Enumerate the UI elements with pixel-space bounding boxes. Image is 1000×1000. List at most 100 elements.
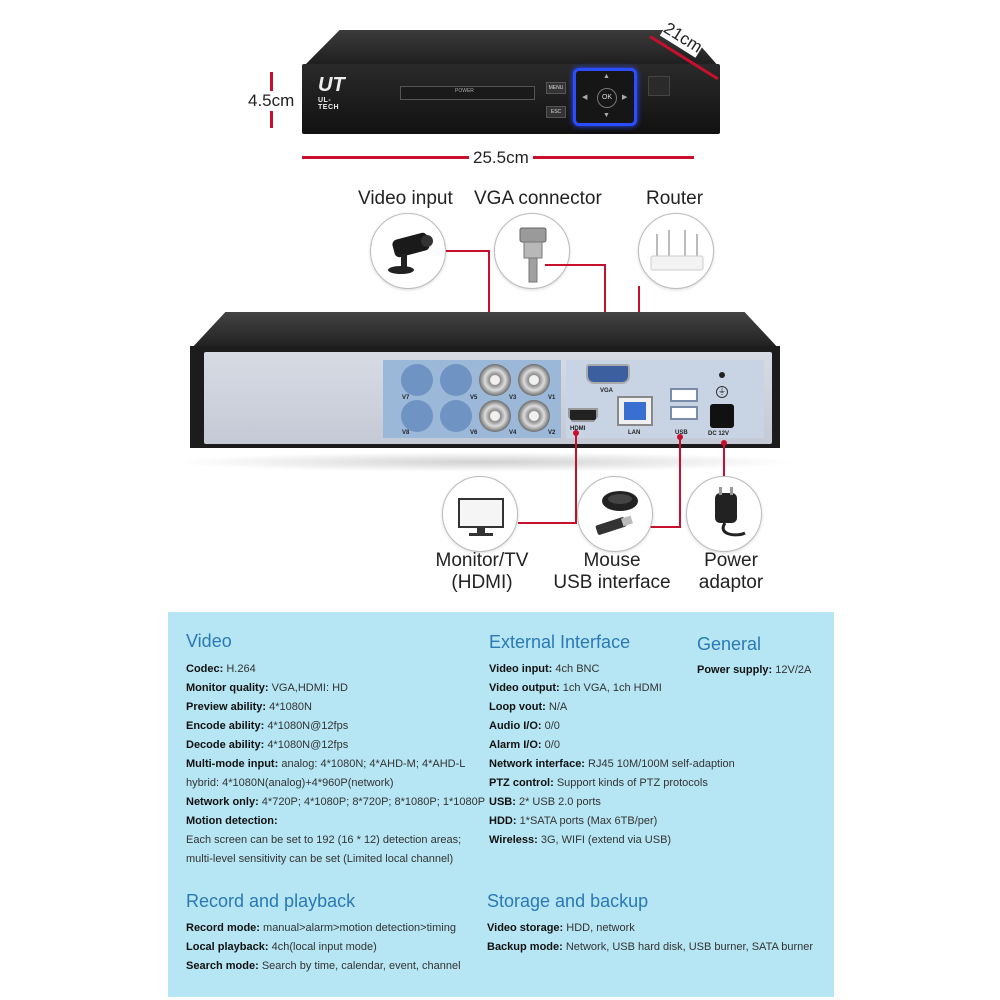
spec-key: Motion detection: [186,815,278,827]
mouse-label: Mouse USB interface [552,550,672,594]
spec-key: Video output: [489,682,560,694]
dc-port-label: DC 12V [708,431,730,437]
esc-button: ESC [546,106,566,118]
power-label-line1: Power [704,550,758,571]
spec-loop-vout: Loop vout: N/A [489,698,735,717]
spec-value: 1ch VGA, 1ch HDMI [562,682,662,694]
bnc-port-v1 [518,364,550,396]
spec-motion-detection-desc1: Each screen can be set to 192 (16 * 12) … [186,834,462,846]
spec-key: Backup mode: [487,941,563,953]
storage-backup-title: Storage and backup [487,891,649,911]
down-arrow-icon: ▼ [603,112,610,119]
spec-power-supply: Power supply: 12V/2A [697,661,811,680]
spec-key: USB: [489,796,516,808]
spec-value: 3G, WIFI (extend via USB) [540,834,672,846]
spec-value: 4ch(local input mode) [271,941,377,953]
vga-cable-icon [494,213,570,289]
spec-wireless: Wireless: 3G, WIFI (extend via USB) [489,831,735,850]
spec-value: N/A [548,701,568,713]
dvr-back-top-surface [190,312,780,350]
spec-value: VGA,HDMI: HD [271,682,348,694]
spec-panel [168,612,834,997]
spec-monitor-quality: Monitor quality: VGA,HDMI: HD [186,679,485,698]
spec-network-only: Network only: 4*720P; 4*1080P; 8*720P; 8… [186,793,485,812]
spec-video-storage: Video storage: HDD, network [487,919,813,938]
external-interface-specs: Video input: 4ch BNC Video output: 1ch V… [489,660,735,850]
monitor-label-line1: Monitor/TV [435,550,529,571]
spec-key: Network interface: [489,758,585,770]
spec-key: Video storage: [487,922,564,934]
hdmi-connector-dot [573,430,579,436]
spec-video-output: Video output: 1ch VGA, 1ch HDMI [489,679,735,698]
bnc-blank-v8 [401,400,433,432]
external-interface-title: External Interface [489,632,631,652]
hdmi-port [568,408,598,422]
usb-connector-line [679,438,681,528]
usb-connector-dot [677,434,683,440]
right-arrow-icon: ▶ [622,94,628,101]
record-playback-title: Record and playback [186,891,356,911]
spec-backup-mode: Backup mode: Network, USB hard disk, USB… [487,938,813,957]
spec-alarm-io: Alarm I/O: 0/0 [489,736,735,755]
ground-icon: ⏚ [716,386,728,398]
width-dimension: 25.5cm [469,148,533,168]
spec-value: 4*720P; 4*1080P; 8*720P; 8*1080P; 1*1080… [261,796,486,808]
power-label-line2: adaptor [698,572,764,593]
hdmi-connector-line-horizontal [518,522,577,524]
vga-connector-label: VGA connector [474,188,602,209]
router-icon [638,213,714,289]
bnc-blank-v6 [440,400,472,432]
power-label: POWER [455,88,474,94]
bnc-port-v4 [479,400,511,432]
front-side-panel [648,76,670,96]
spec-key: Video input: [489,663,553,675]
left-arrow-icon: ◀ [582,94,588,101]
spec-value: H.264 [226,663,256,675]
spec-key: Codec: [186,663,224,675]
video-specs: Codec: H.264 Monitor quality: VGA,HDMI: … [186,660,485,869]
front-drive-slot [400,86,535,100]
spec-value: RJ45 10M/100M self-adaption [588,758,735,770]
spec-network-interface: Network interface: RJ45 10M/100M self-ad… [489,755,735,774]
power-adaptor-icon [686,476,762,552]
spec-value: Support kinds of PTZ protocols [556,777,708,789]
spec-key: Local playback: [186,941,269,953]
lan-port-jack [624,402,646,420]
spec-value: 1*SATA ports (Max 6TB/per) [519,815,658,827]
router-label: Router [646,188,704,209]
spec-hdd: HDD: 1*SATA ports (Max 6TB/per) [489,812,735,831]
spec-decode-ability: Decode ability: 4*1080N@12fps [186,736,485,755]
monitor-label: Monitor/TV (HDMI) [428,550,536,594]
vga-connector-line [545,264,605,266]
lan-port-label: LAN [628,430,641,436]
spec-value: 4*1080N@12fps [267,739,349,751]
bnc-port-v2 [518,400,550,432]
general-section-title: General [697,634,762,654]
spec-codec: Codec: H.264 [186,660,485,679]
storage-backup-specs: Video storage: HDD, network Backup mode:… [487,919,813,957]
monitor-label-line2: (HDMI) [451,572,513,593]
spec-value: 4ch BNC [555,663,600,675]
spec-key: Preview ability: [186,701,267,713]
port-label-v3: V3 [509,395,517,401]
spec-key: Audio I/O: [489,720,542,732]
spec-value: 12V/2A [775,664,812,676]
bnc-port-v3 [479,364,511,396]
vga-port-label: VGA [600,388,614,394]
spec-value: analog: 4*1080N; 4*AHD-M; 4*AHD-L [281,758,466,770]
port-label-v1: V1 [548,395,556,401]
spec-key: Power supply: [697,664,773,676]
spec-search-mode: Search mode: Search by time, calendar, e… [186,957,461,976]
general-specs: Power supply: 12V/2A [697,661,811,680]
spec-key: Network only: [186,796,259,808]
spec-key: Multi-mode input: [186,758,279,770]
up-arrow-icon: ▲ [603,73,610,80]
power-connector-dot [721,440,727,446]
spec-value: 0/0 [544,720,560,732]
spec-value: Search by time, calendar, event, channel [261,960,461,972]
vga-port [586,364,630,384]
logo-text: UL-TECH [318,97,340,111]
spec-key: Decode ability: [186,739,265,751]
logo-mark: UT [318,74,345,96]
bnc-blank-v7 [401,364,433,396]
